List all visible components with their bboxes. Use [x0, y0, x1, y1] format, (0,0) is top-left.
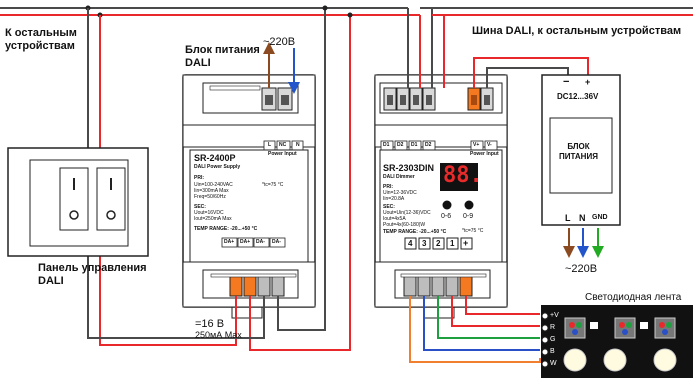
psu-pri-2: Iin=300mA Max [194, 188, 229, 194]
psu-pri-head: PRI: [194, 175, 204, 181]
psu-term-n: N [296, 142, 300, 148]
dimmer-display-text: 88. [443, 163, 483, 188]
psu-pri-1: Uin=100-240VAC [194, 182, 233, 188]
dali-dimmer-module [374, 74, 508, 319]
led-pin-v: +V [550, 312, 559, 319]
panel-switch-left[interactable] [59, 167, 89, 231]
knob-left-icon[interactable] [442, 200, 452, 210]
psu-da-1: DA+ [224, 239, 235, 245]
psu-tc: *tc=75 °C [262, 182, 284, 188]
dimmer-term-d2a: D2 [397, 142, 404, 148]
dimmer-ch-4: 4 [408, 239, 413, 248]
ac-bottom-label: ~220В [565, 263, 598, 275]
led-strip-label: Светодиодная лента [585, 292, 682, 303]
dimmer-ch-2: 2 [436, 239, 441, 248]
psu-unit-title: БЛОК ПИТАНИЯ [559, 142, 598, 161]
led-pin-g: G [550, 336, 556, 343]
dimmer-sec-3: Pout=4x(60-180)W [383, 222, 426, 228]
dc-power-supply-unit [541, 74, 621, 226]
led-pin-w: W [550, 360, 557, 367]
psu-power-input: Power Input [268, 151, 297, 157]
dimmer-ch-plus: + [463, 238, 469, 248]
wires [87, 5, 604, 363]
dimmer-ch-1: 1 [450, 239, 455, 248]
psu-sec-2: Iout=250mA Max [194, 216, 232, 222]
psu-unit-term-l: L [565, 213, 571, 223]
dimmer-term-d1b: D1 [411, 142, 418, 148]
psu-pri-3: Freq=50/60Hz [194, 194, 226, 200]
psu-block-title: Блок питания DALI [185, 44, 260, 69]
dali-control-panel [7, 147, 149, 257]
dimmer-pri-2: Iin=20.8A [383, 196, 405, 202]
panel-switch-right[interactable] [96, 167, 126, 231]
psu-da-3: DA- [256, 239, 265, 245]
psu-unit-term-gnd: GND [592, 214, 608, 221]
led-strip [541, 305, 693, 378]
led-pin-b: B [550, 348, 555, 355]
psu-sec-head: SEC: [194, 204, 206, 210]
other-devices-label: К остальным устройствам [5, 27, 77, 52]
psu-term-l: L [268, 142, 272, 148]
psu-model: SR-2400P [194, 153, 236, 163]
psu-subtitle: DALI Power Supply [194, 164, 241, 170]
psu-unit-voltage: DC12...36V [557, 92, 599, 101]
dimmer-sec-head: SEC: [383, 204, 395, 210]
psu-da-2: DA+ [240, 239, 251, 245]
dimmer-top-terminals [383, 87, 494, 111]
dimmer-pri-1: Uin=12-36VDC [383, 190, 417, 196]
dimmer-bottom-terminals [400, 273, 487, 297]
dimmer-power-input: Power Input [470, 151, 499, 157]
dimmer-term-vplus: V+ [473, 142, 480, 148]
dimmer-display [440, 163, 478, 191]
psu-da-4: DA- [272, 239, 281, 245]
psu-bottom-terminals [210, 273, 297, 297]
knob-right-icon[interactable] [464, 200, 474, 210]
psu-sec-1: Uout=16VDC [194, 210, 224, 216]
dc-out-voltage: =16 В [195, 318, 225, 330]
dimmer-model: SR-2303DIN [383, 163, 435, 173]
dimmer-ch-3: 3 [422, 239, 427, 248]
knob-right-label: 0-9 [463, 213, 474, 220]
psu-unit-minus: − [563, 76, 570, 88]
dimmer-tc: *tc=75 °C [462, 228, 484, 234]
dimmer-sec-2: Iout=4x5A [383, 216, 406, 222]
psu-term-nc: NC [279, 142, 287, 148]
psu-unit-term-n: N [579, 213, 586, 223]
knob-left-label: 0-6 [441, 213, 452, 220]
dimmer-term-vminus: V- [487, 142, 492, 148]
psu-temp: TEMP RANGE: -20...+50 °C [194, 226, 258, 232]
panel-label: Панель управления DALI [38, 262, 147, 287]
dali-bus-label: Шина DALI, к остальным устройствам [472, 25, 682, 37]
dimmer-pri-head: PRI: [383, 184, 393, 190]
psu-unit-plus: + [585, 77, 591, 87]
led-pin-r: R [550, 324, 556, 331]
ac-top-label: ~220В [263, 36, 296, 48]
dimmer-sec-1: Uout=Uin(12-36)VDC [383, 210, 431, 216]
dimmer-term-d2b: D2 [425, 142, 432, 148]
dc-out-current: 250мА Max [195, 330, 242, 340]
dimmer-term-d1a: D1 [383, 142, 390, 148]
dimmer-subtitle: DALI Dimmer [383, 174, 415, 180]
dali-psu-module [182, 74, 316, 319]
dimmer-temp: TEMP RANGE: -20...+50 °C [383, 229, 447, 235]
